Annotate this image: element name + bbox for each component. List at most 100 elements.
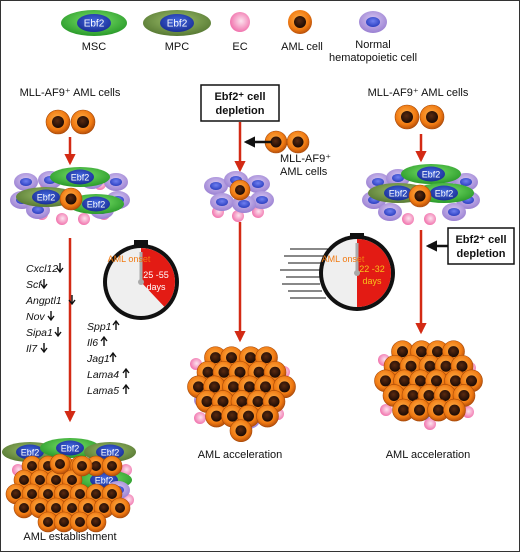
- legend-mpc: Ebf2 MPC: [143, 10, 211, 53]
- aml-cell: [71, 455, 93, 477]
- aml-cell: [101, 455, 123, 477]
- gene-down-3: Angptl1: [25, 295, 62, 307]
- ec-icon: [230, 12, 250, 32]
- ebf2-tag: Ebf2: [422, 170, 441, 180]
- endothelial-cell: [232, 210, 244, 222]
- gene-down-6: Il7: [26, 343, 38, 355]
- ebf2-tag: Ebf2: [71, 173, 90, 183]
- ebf2-tag: Ebf2: [87, 200, 106, 210]
- legend-aml: AML cell: [281, 10, 323, 53]
- middle-box-line1: Ebf2⁺ cell: [214, 91, 265, 103]
- left-timer-days-1: 25 -55: [143, 270, 169, 280]
- legend-msc: Ebf2 MSC: [61, 10, 127, 53]
- right-box-line1: Ebf2⁺ cell: [455, 234, 506, 246]
- gene-up-2: Il6: [87, 337, 98, 349]
- aml-cell: [53, 511, 75, 533]
- left-caption: AML establishment: [23, 531, 116, 543]
- aml-cell: [49, 453, 71, 475]
- down-regulated-genes: Cxcl12 Scf Angptl1 Nov Sipa1 Il7: [25, 263, 76, 355]
- endothelial-cell: [380, 404, 392, 416]
- down-arrow-icons: [40, 263, 76, 354]
- normal-hematopoietic-cell: [210, 193, 234, 211]
- right-box-line2: depletion: [457, 248, 506, 260]
- left-aml-pair: [45, 109, 96, 135]
- ebf2-tag: Ebf2: [21, 448, 40, 458]
- left-title: MLL-AF9⁺ AML cells: [20, 87, 121, 99]
- middle-side-line2: AML cells: [280, 166, 328, 178]
- aml-cell: [45, 109, 71, 135]
- panel-middle: Ebf2⁺ cell depletion MLL-AF9⁺ AML cells: [187, 84, 395, 461]
- endothelial-cell: [252, 206, 264, 218]
- aml-cell: [37, 511, 59, 533]
- middle-caption: AML acceleration: [198, 449, 283, 461]
- ebf2-tag: Ebf2: [389, 189, 408, 199]
- timer-elapsed-fill: [357, 239, 391, 307]
- ebf2-tag: Ebf2: [101, 448, 120, 458]
- gene-up-4: Lama4: [87, 369, 119, 381]
- normal-hematopoietic-cell: [378, 203, 402, 221]
- legend-mpc-tag: Ebf2: [167, 19, 188, 30]
- stromal-ebf2-cell: Ebf2: [401, 164, 461, 184]
- right-title: MLL-AF9⁺ AML cells: [368, 87, 469, 99]
- ebf2-tag: Ebf2: [37, 193, 56, 203]
- middle-depleted-niche: [204, 171, 274, 222]
- normal-hematopoietic-cell: [442, 203, 466, 221]
- right-depletion-box: [447, 227, 515, 265]
- up-arrow-icons: [100, 319, 130, 394]
- middle-timer-days-1: 22 -32: [359, 264, 385, 274]
- right-tumor-mass: [374, 340, 483, 430]
- aml-cell: [70, 109, 96, 135]
- middle-depletion-box: [200, 84, 280, 122]
- ebf2-nucleus-icon: [160, 14, 194, 32]
- endothelial-cell: [402, 213, 414, 225]
- gene-up-3: Jag1: [86, 353, 110, 365]
- ebf2-tag: Ebf2: [61, 444, 80, 454]
- gene-up-5: Lama5: [87, 385, 119, 397]
- right-aml-pair: [394, 104, 445, 130]
- legend-ec-label: EC: [232, 41, 247, 53]
- gene-down-4: Nov: [26, 311, 45, 323]
- middle-onset-timer: AML onset 22 -32 days: [319, 233, 395, 311]
- stromal-ebf2-cell: Ebf2: [50, 167, 110, 187]
- middle-side-aml-pair: [264, 130, 310, 154]
- legend-mpc-label: MPC: [165, 41, 190, 53]
- normal-hematopoietic-cell: [204, 177, 228, 195]
- gene-down-5: Sipa1: [26, 327, 53, 339]
- up-regulated-genes: Spp1 Il6 Jag1 Lama4 Lama5: [86, 319, 130, 397]
- normal-hematopoietic-cell: [246, 175, 270, 193]
- legend-normal-label-2: hematopoietic cell: [329, 52, 417, 64]
- middle-box-line2: depletion: [216, 105, 265, 117]
- aml-cell: [59, 187, 83, 211]
- aml-cell: [419, 104, 445, 130]
- aml-cell: [286, 130, 310, 154]
- gene-down-1: Cxcl12: [26, 263, 58, 275]
- aml-cell: [256, 404, 279, 428]
- ebf2-nucleus-icon: [77, 14, 111, 32]
- aml-cell: [408, 184, 432, 208]
- aml-cell: [408, 398, 431, 422]
- aml-cell: [427, 398, 450, 422]
- middle-tumor-mass: [187, 346, 296, 443]
- aml-cell: [443, 398, 466, 422]
- gene-up-1: Spp1: [87, 321, 112, 333]
- legend-msc-tag: Ebf2: [84, 19, 105, 30]
- timer-elapsed-fill: [141, 248, 176, 307]
- legend-msc-label: MSC: [82, 41, 107, 53]
- normal-hematopoietic-cell: [14, 173, 38, 191]
- endothelial-cell: [424, 418, 436, 430]
- legend-aml-label: AML cell: [281, 41, 323, 53]
- legend: Ebf2 MSC Ebf2 MPC EC AML cell Normal hem…: [61, 10, 417, 64]
- left-timer-days-2: days: [146, 282, 166, 292]
- endothelial-cell: [424, 213, 436, 225]
- legend-normal-label-1: Normal: [355, 39, 390, 51]
- ebf2-tag: Ebf2: [435, 189, 454, 199]
- speed-lines: [280, 248, 330, 299]
- middle-side-line1: MLL-AF9⁺: [280, 153, 331, 165]
